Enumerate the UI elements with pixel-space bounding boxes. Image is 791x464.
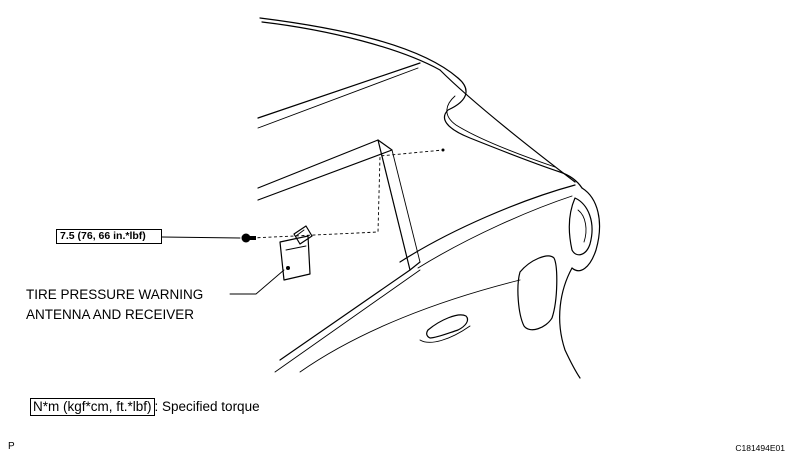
receiver-unit-icon	[279, 225, 313, 281]
part-name-line-1: TIRE PRESSURE WARNING	[26, 287, 204, 302]
legend-description: : Specified torque	[154, 399, 260, 414]
image-code: C181494E01	[735, 443, 785, 453]
bolt-icon	[241, 233, 256, 243]
door-frame-pillar-inner	[391, 149, 421, 263]
rear-window-inner	[446, 95, 556, 168]
install-target-point	[441, 148, 445, 152]
rear-window	[443, 77, 583, 189]
legend-torque-unit-box: N*m (kgf*cm, ft.*lbf)	[30, 398, 155, 416]
door-frame-pillar	[377, 139, 411, 271]
torque-legend: N*m (kgf*cm, ft.*lbf): Specified torque	[30, 398, 260, 416]
part-name-label: TIRE PRESSURE WARNING ANTENNA AND RECEIV…	[26, 285, 203, 325]
door-handle	[426, 314, 469, 339]
door-handle-recess	[419, 325, 471, 343]
roof-outline	[259, 17, 459, 79]
roof-inner-line	[261, 21, 441, 71]
torque-specification-box: 7.5 (76, 66 in.*lbf)	[56, 229, 162, 244]
side-window-top	[257, 62, 421, 119]
rear-pillar-edge	[439, 69, 576, 183]
tail-light-inner	[577, 209, 587, 243]
body-shoulder-line-2	[417, 195, 573, 269]
torque-value-text: 7.5 (76, 66 in.*lbf)	[60, 230, 146, 242]
torque-leader-line	[161, 236, 241, 239]
rear-quarter-outline	[571, 187, 601, 272]
part-leader-line	[229, 269, 285, 295]
door-lower-line	[279, 261, 421, 361]
body-shoulder-line	[399, 184, 576, 263]
fuel-door	[517, 255, 558, 331]
lower-character-line	[299, 279, 521, 373]
door-frame-outer	[257, 139, 393, 201]
page-mark: P	[8, 441, 15, 452]
rear-body-side	[559, 267, 581, 379]
part-name-line-2: ANTENNA AND RECEIVER	[26, 307, 195, 322]
tail-light	[568, 197, 593, 256]
door-panel-edge	[274, 269, 421, 373]
side-window-top-inner	[257, 67, 419, 129]
install-path-dashed	[251, 149, 444, 239]
